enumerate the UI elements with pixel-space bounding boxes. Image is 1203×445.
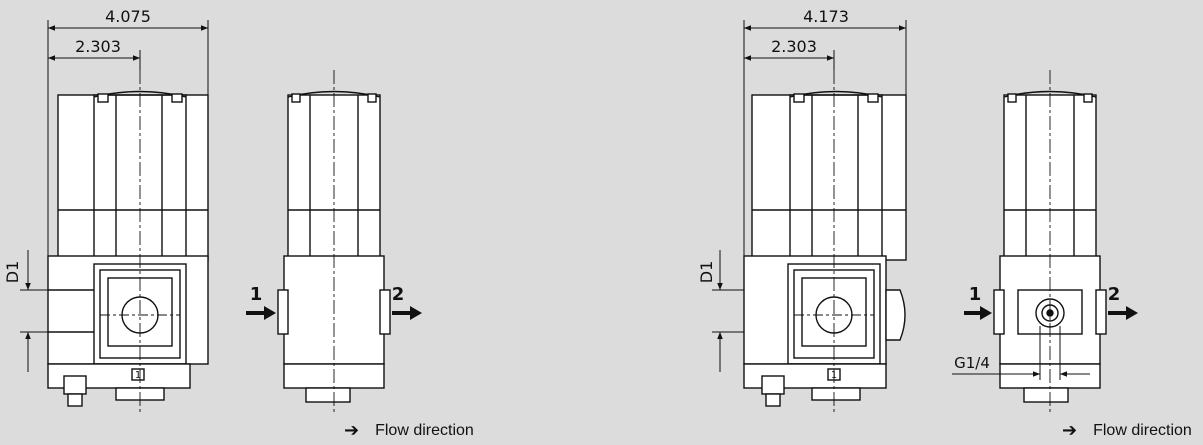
drawing-2 <box>712 20 1138 415</box>
dim-offset-1: 2.303 <box>75 37 121 56</box>
dimensions-1 <box>20 20 209 372</box>
flow-arrows-2 <box>964 306 1138 320</box>
dim-port-2: D1 <box>697 261 716 284</box>
legend-text-2: Flow direction <box>1093 421 1192 439</box>
port-in-1: 1 <box>250 284 263 305</box>
flow-arrows-1 <box>246 306 422 320</box>
legend-text-1: Flow direction <box>375 421 474 439</box>
dim-overall-1: 4.075 <box>105 7 151 26</box>
port-out-2: 2 <box>1108 284 1121 305</box>
port-out-1: 2 <box>392 284 405 305</box>
front-view-2 <box>743 70 907 415</box>
legend-flow-direction-1: ➔ Flow direction <box>344 420 474 441</box>
legend-flow-direction-2: ➔ Flow direction <box>1062 420 1192 441</box>
dim-offset-2: 2.303 <box>771 37 817 56</box>
dim-overall-2: 4.173 <box>803 7 849 26</box>
dim-port-1: D1 <box>3 261 22 284</box>
side-view-2 <box>952 70 1107 415</box>
port-in-2: 1 <box>969 284 982 305</box>
dimensions-2 <box>712 20 907 372</box>
marker-label-1: 1 <box>135 370 141 381</box>
drawing-1 <box>20 20 422 415</box>
dim-gauge-2: G1/4 <box>954 354 990 372</box>
side-view-1 <box>277 70 391 415</box>
marker-label-2: 1 <box>831 370 837 381</box>
front-view-1 <box>47 70 209 415</box>
arrow-right-icon: ➔ <box>344 420 360 440</box>
arrow-right-icon: ➔ <box>1062 420 1078 440</box>
